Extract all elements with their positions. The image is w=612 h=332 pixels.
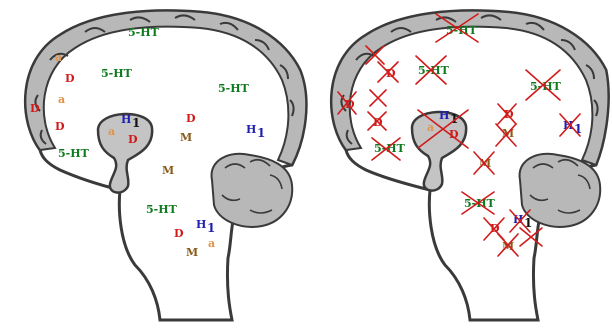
left-5ht-1: 5-HT	[128, 26, 160, 39]
left-d-1: D	[65, 72, 75, 85]
right-5ht-2: 5-HT	[418, 64, 450, 77]
right-a-1: a	[427, 121, 434, 134]
left-a-2: a	[58, 93, 65, 106]
left-h1-2-h: H	[246, 123, 256, 136]
left-5ht-3: 5-HT	[218, 82, 250, 95]
left-a-3: a	[108, 125, 115, 138]
left-m-2: M	[162, 164, 174, 177]
left-h1-1-h: H	[121, 113, 131, 126]
left-d-3: D	[55, 120, 65, 133]
right-m-3: M	[502, 240, 514, 253]
left-5ht-2: 5-HT	[101, 67, 133, 80]
right-h1-1-h: H	[439, 109, 449, 122]
left-h1-3-sub: 1	[207, 221, 215, 235]
left-d-6: D	[174, 227, 184, 240]
left-a-1: a	[55, 51, 62, 64]
left-m-1: M	[180, 131, 192, 144]
left-d-5: D	[128, 133, 138, 146]
left-h1-1-sub: 1	[132, 116, 140, 130]
left-m-3: M	[186, 246, 198, 259]
left-d-4: D	[186, 112, 196, 125]
left-5ht-4: 5-HT	[58, 147, 90, 160]
left-cerebellum	[212, 154, 293, 227]
left-d-2: D	[30, 102, 40, 115]
left-5ht-5: 5-HT	[146, 203, 178, 216]
left-h1-3-h: H	[196, 218, 206, 231]
left-a-4: a	[208, 237, 215, 250]
left-h1-2-sub: 1	[257, 126, 265, 140]
